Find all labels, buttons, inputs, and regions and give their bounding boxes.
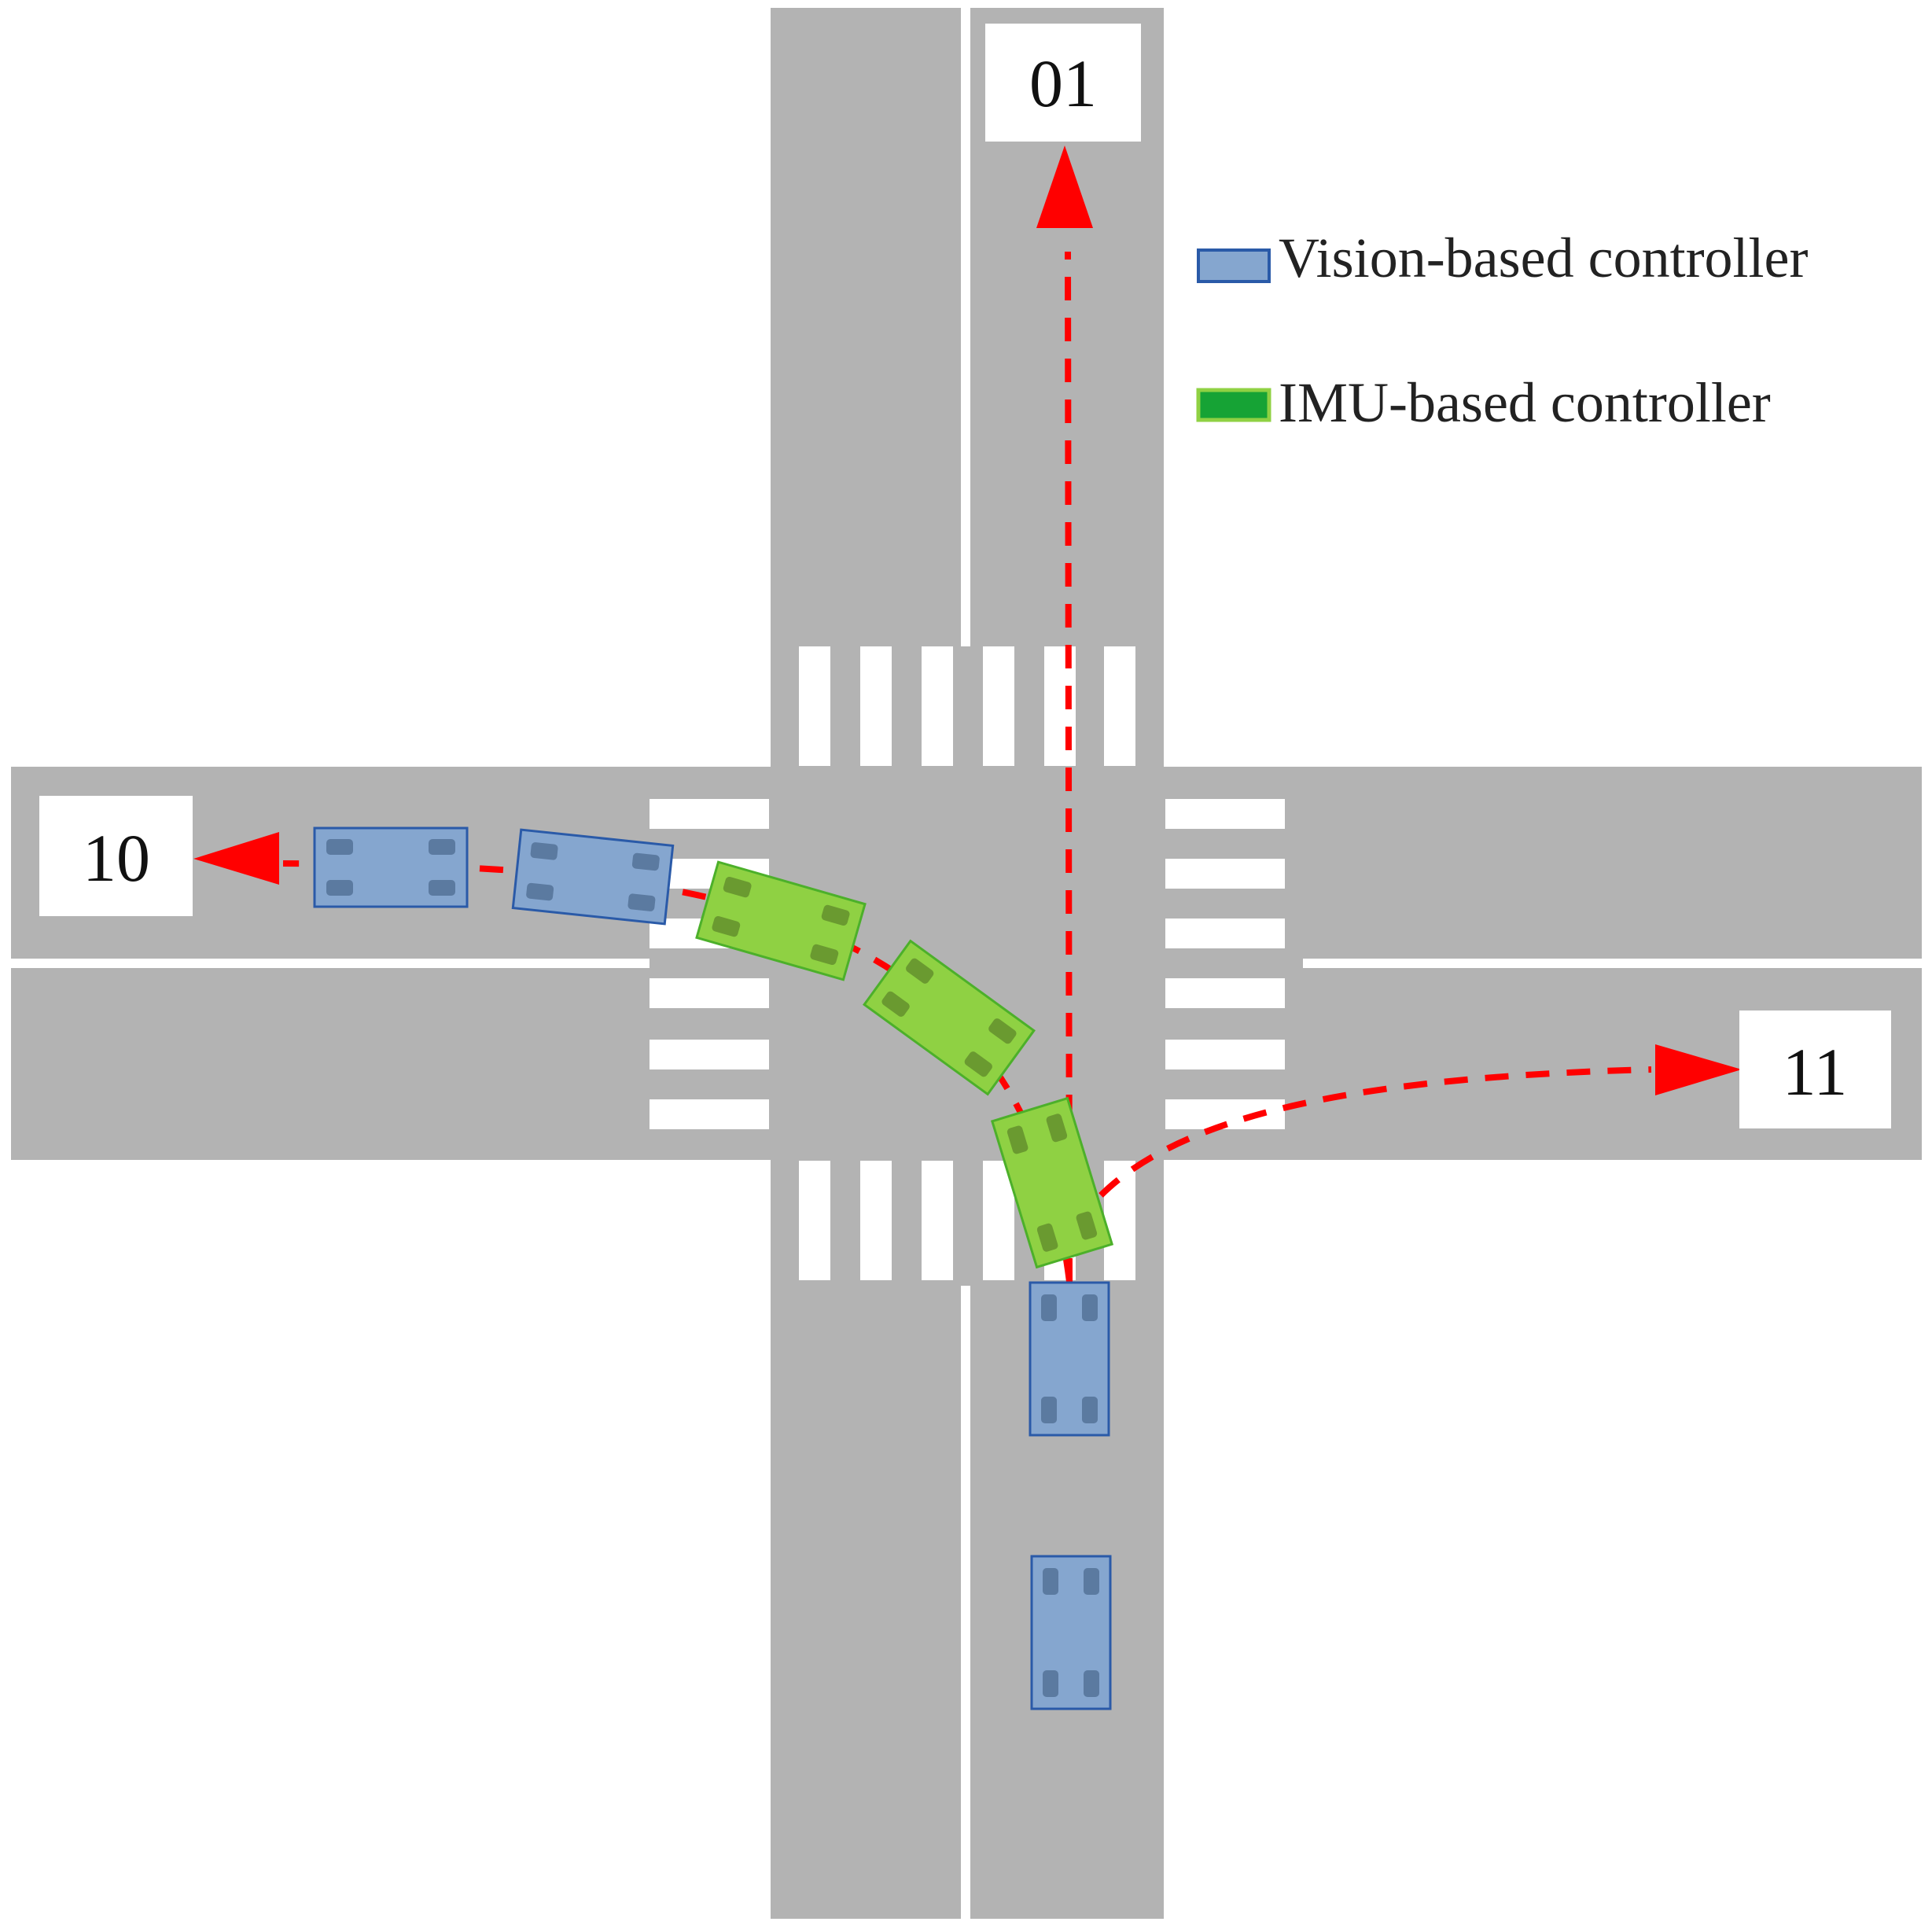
vision-car [1030,1555,1112,1710]
label-left-text: 10 [83,820,150,896]
legend-vision-label: Vision-based controller [1279,226,1809,289]
arrowhead-right [1655,1044,1742,1095]
legend-imu-swatch [1196,388,1271,422]
vision-car [313,826,469,908]
label-right-text: 11 [1783,1034,1848,1110]
vision-car [1029,1281,1110,1437]
label-straight: 01 [985,24,1141,142]
arrowheads [193,145,1742,1095]
lane-divider-east [1303,959,1922,968]
lane-divider-west [11,959,650,968]
vision-car [511,828,675,926]
arrowhead-up [1036,145,1093,228]
label-left: 10 [39,796,193,916]
label-right: 11 [1739,1011,1891,1128]
legend-imu-label: IMU-based controller [1279,371,1771,434]
legend: Vision-based controller IMU-based contro… [1196,226,1809,434]
lane-divider-lines [11,8,1922,1919]
crosswalk-north [799,646,1135,766]
lane-divider-south [961,1286,970,1919]
lane-divider-north [961,8,970,646]
path-right-turn [1098,1066,1652,1198]
arrowhead-left [193,832,279,885]
legend-vision-swatch [1197,248,1271,283]
label-straight-text: 01 [1029,46,1097,121]
